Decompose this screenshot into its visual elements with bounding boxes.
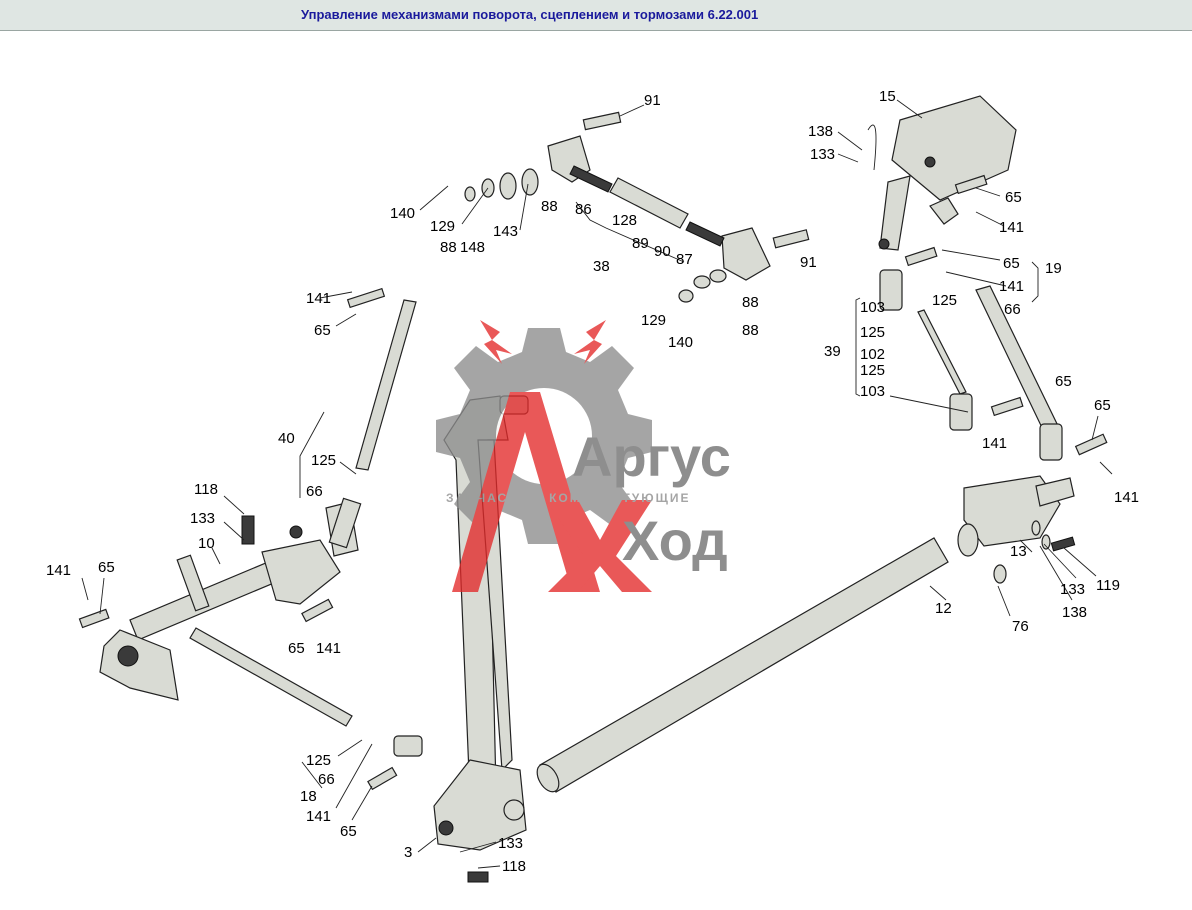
callout-label: 140 (390, 205, 415, 222)
page-title: Управление механизмами поворота, сцеплен… (301, 7, 759, 22)
shaft-12 (536, 537, 949, 793)
callout-label: 129 (430, 218, 455, 235)
callout-label: 141 (306, 808, 331, 825)
callout-label: 125 (860, 324, 885, 341)
lightning-icon (574, 320, 606, 364)
callout-label: 88 (742, 322, 759, 339)
callout-label: 125 (932, 292, 957, 309)
callout-label: 66 (1004, 301, 1021, 318)
callout-label: 88 (742, 294, 759, 311)
callout-label: 13 (1010, 543, 1027, 560)
callout-label: 141 (982, 435, 1007, 452)
bracket-15 (878, 95, 1017, 251)
callout-label: 103 (860, 299, 885, 316)
callout-label: 65 (1005, 189, 1022, 206)
callout-label: 15 (879, 88, 896, 105)
lightning-icon (480, 320, 512, 364)
callout-label: 140 (668, 334, 693, 351)
tie-rod-38 (464, 111, 810, 303)
callout-label: 65 (98, 559, 115, 576)
callout-label: 141 (316, 640, 341, 657)
callout-label: 66 (306, 483, 323, 500)
callout-label: 103 (860, 383, 885, 400)
callout-label: 40 (278, 430, 295, 447)
callout-label: 128 (612, 212, 637, 229)
pin-hardware (78, 174, 1108, 883)
rod-18 (189, 627, 353, 727)
callout-label: 102 (860, 346, 885, 363)
leader-lines (81, 99, 1113, 869)
callout-label: 141 (1114, 489, 1139, 506)
callout-label: 88 (440, 239, 457, 256)
callout-label: 91 (644, 92, 661, 109)
callout-label: 138 (808, 123, 833, 140)
callout-label: 65 (1094, 397, 1111, 414)
watermark-subtitle: Ход (622, 509, 728, 572)
callout-label: 86 (575, 201, 592, 218)
callout-label: 125 (860, 362, 885, 379)
title-bar: Управление механизмами поворота, сцеплен… (0, 0, 1192, 31)
callout-label: 133 (498, 835, 523, 852)
callout-label: 125 (306, 752, 331, 769)
callout-label: 138 (1062, 604, 1087, 621)
callout-label: 12 (935, 600, 952, 617)
watermark-logo: Аргус Ход ЗАПЧАСТИ & КОМПЛЕКТУЮЩИЕ (436, 320, 731, 592)
callout-label: 39 (824, 343, 841, 360)
callout-label: 3 (404, 844, 412, 861)
callout-label: 76 (1012, 618, 1029, 635)
callout-label: 119 (1096, 577, 1120, 594)
callout-label: 148 (460, 239, 485, 256)
callout-label: 19 (1045, 260, 1062, 277)
callout-label: 89 (632, 235, 649, 252)
callout-label: 141 (306, 290, 331, 307)
callout-label: 66 (318, 771, 335, 788)
watermark-title: Аргус (572, 425, 731, 488)
callout-label: 65 (1055, 373, 1072, 390)
callout-label: 10 (198, 535, 215, 552)
bracket-13 (957, 475, 1076, 584)
callout-label: 118 (194, 481, 218, 498)
callout-label: 141 (999, 219, 1024, 236)
callout-label: 133 (190, 510, 215, 527)
callout-label: 65 (1003, 255, 1020, 272)
callout-label: 125 (311, 452, 336, 469)
callout-label: 18 (300, 788, 317, 805)
rod-39 (917, 309, 967, 395)
callout-label: 65 (314, 322, 331, 339)
callout-label: 141 (999, 278, 1024, 295)
exploded-parts-diagram: Аргус Ход ЗАПЧАСТИ & КОМПЛЕКТУЮЩИЕ 91 15… (46, 88, 1139, 883)
shaft-10 (99, 501, 359, 701)
callout-label: 133 (1060, 581, 1085, 598)
callout-label: 87 (676, 251, 693, 268)
callout-label: 118 (502, 858, 526, 875)
callout-labels: 91 15 138 133 140 129 88 148 143 88 86 1… (46, 88, 1139, 875)
callout-label: 141 (46, 562, 71, 579)
callout-label: 65 (340, 823, 357, 840)
callout-label: 129 (641, 312, 666, 329)
callout-label: 90 (654, 243, 671, 260)
callout-label: 65 (288, 640, 305, 657)
callout-label: 38 (593, 258, 610, 275)
callout-label: 88 (541, 198, 558, 215)
watermark-tagline: ЗАПЧАСТИ & КОМПЛЕКТУЮЩИЕ (446, 491, 690, 505)
callout-label: 143 (493, 223, 518, 240)
callout-label: 133 (810, 146, 835, 163)
callout-label: 91 (800, 254, 817, 271)
rod-40 (355, 299, 417, 471)
